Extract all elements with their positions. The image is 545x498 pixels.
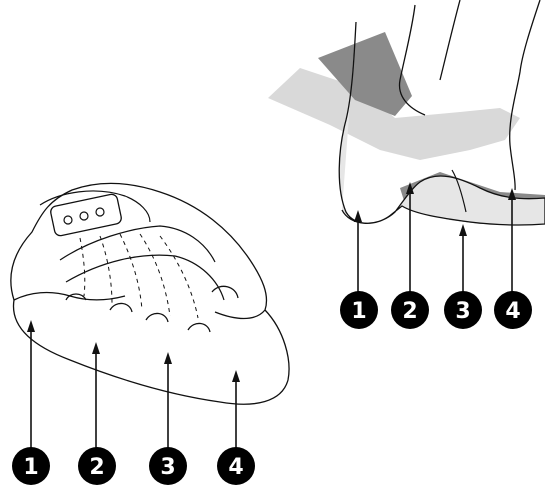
foot-marker-2: 2 xyxy=(391,291,429,329)
foot-marker-1: 1 xyxy=(340,291,378,329)
lace-loop-4 xyxy=(188,323,210,332)
shoe-marker-2: 2 xyxy=(78,447,116,485)
svg-text:1: 1 xyxy=(23,455,38,480)
shoe-illustration: 1 2 3 4 xyxy=(11,183,289,485)
shoe-arrow-4 xyxy=(232,370,240,382)
shoe-arrow-2 xyxy=(92,342,100,354)
svg-text:1: 1 xyxy=(351,299,366,324)
foot-illustration: 1 2 3 4 xyxy=(268,0,545,329)
leg-line-back xyxy=(440,0,460,80)
svg-text:3: 3 xyxy=(160,455,175,480)
lace-loop-3 xyxy=(146,313,168,322)
svg-text:4: 4 xyxy=(228,455,243,480)
shoe-arrow-3 xyxy=(164,352,172,364)
leg-line-right xyxy=(510,0,540,190)
svg-text:3: 3 xyxy=(455,299,470,324)
shoe-arrow-1 xyxy=(27,320,35,332)
shoe-marker-1: 1 xyxy=(12,447,50,485)
shoe-marker-3: 3 xyxy=(149,447,187,485)
foot-arrow-3 xyxy=(459,224,467,236)
foot-arrow-1 xyxy=(354,210,362,222)
foot-marker-4: 4 xyxy=(494,291,532,329)
svg-text:2: 2 xyxy=(402,299,417,324)
leg-line-front xyxy=(400,5,425,115)
shoe-marker-4: 4 xyxy=(217,447,255,485)
svg-text:2: 2 xyxy=(89,455,104,480)
svg-text:4: 4 xyxy=(505,299,520,324)
foot-marker-3: 3 xyxy=(444,291,482,329)
